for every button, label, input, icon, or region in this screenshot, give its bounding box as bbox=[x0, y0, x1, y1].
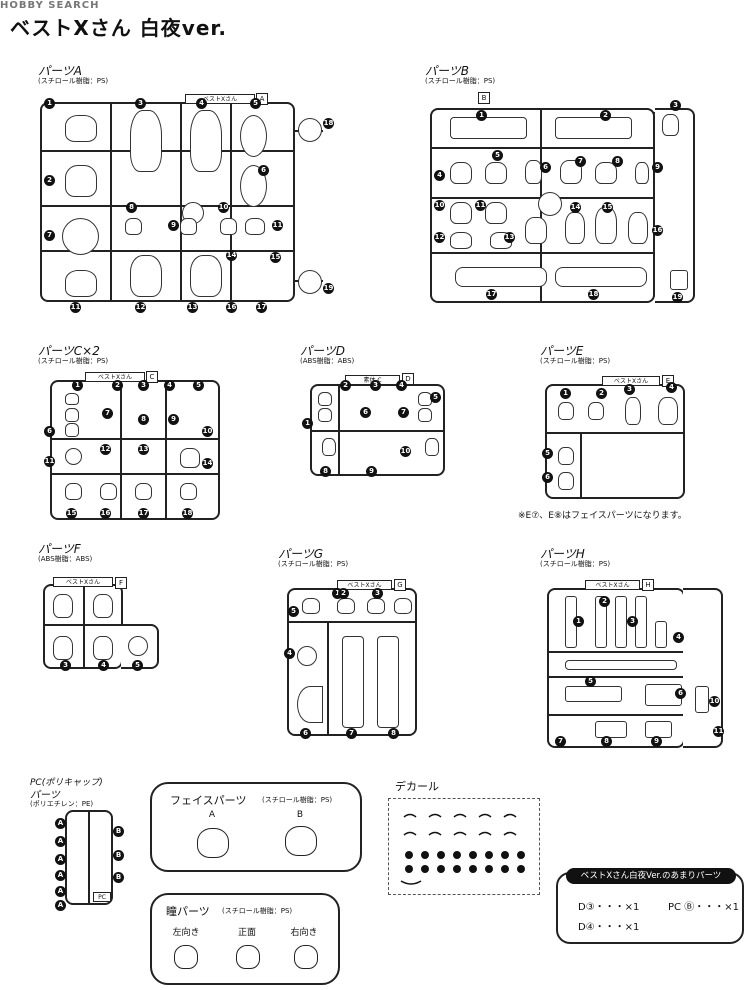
spare-item-1: D③・・・×1 bbox=[578, 898, 639, 913]
sheet-h-sprue: ベストXさん H 1 2 3 4 5 6 7 8 9 10 11 bbox=[545, 576, 740, 751]
spare-parts-box: ベストXさん白夜Ver.のあまりパーツ D③・・・×1 PC Ⓑ・・・×1 D④… bbox=[556, 868, 744, 944]
eye-front-label: 正面 bbox=[237, 928, 256, 938]
face-note: ※E⑦、E⑧はフェイスパーツになります。 bbox=[518, 511, 687, 521]
spare-item-1-qty: ・・・×1 bbox=[594, 902, 640, 913]
sheet-h-title: パーツH bbox=[540, 547, 585, 561]
sheet-b-material: (スチロール樹脂：PS) bbox=[425, 77, 496, 85]
face-b bbox=[285, 826, 317, 856]
sheet-g-sprue: ベストXさん G 1 2 3 5 4 6 7 8 bbox=[282, 576, 422, 741]
eye-front bbox=[236, 945, 260, 969]
sheet-c-title: パーツC×2 bbox=[38, 344, 100, 358]
sheet-f-tag: ベストXさん bbox=[53, 577, 113, 587]
spare-item-3-part: D④ bbox=[578, 922, 595, 933]
face-a bbox=[197, 828, 229, 858]
spare-parts-title: ベストXさん白夜Ver.のあまりパーツ bbox=[566, 868, 736, 884]
pc-material: (ポリエチレン：PE) bbox=[30, 800, 94, 808]
spare-item-1-part: D③ bbox=[578, 902, 595, 913]
face-parts-material: (スチロール樹脂：PS) bbox=[262, 796, 333, 804]
sheet-a-title: パーツA bbox=[38, 64, 82, 78]
face-parts-title: フェイスパーツ bbox=[170, 794, 247, 807]
eye-right-label: 右向き bbox=[290, 928, 318, 938]
spare-item-2-qty: ・・・×1 bbox=[694, 902, 739, 913]
eye-parts-material: (スチロール樹脂：PS) bbox=[222, 907, 293, 915]
pc-tag: PC bbox=[93, 892, 111, 902]
sheet-f-material: (ABS樹脂：ABS) bbox=[38, 555, 93, 563]
spare-item-2-part: PC Ⓑ bbox=[668, 902, 695, 913]
decal-title: デカール bbox=[395, 780, 439, 793]
sheet-c-letter: C bbox=[146, 371, 158, 383]
eye-left bbox=[174, 945, 198, 969]
page-title: ベストXさん 白夜ver. bbox=[10, 16, 227, 40]
sheet-g-material: (スチロール樹脂：PS) bbox=[278, 560, 349, 568]
sheet-c-material: (スチロール樹脂：PS) bbox=[38, 357, 109, 365]
eye-parts-title: 瞳パーツ bbox=[166, 905, 210, 918]
spare-item-3: D④・・・×1 bbox=[578, 918, 639, 933]
pc-title2: パーツ bbox=[30, 790, 60, 801]
sheet-a-material: (スチロール樹脂：PS) bbox=[38, 77, 109, 85]
sheet-b-title: パーツB bbox=[425, 64, 469, 78]
sheet-e-title: パーツE bbox=[540, 344, 584, 358]
sheet-d-material: (ABS樹脂：ABS) bbox=[300, 357, 355, 365]
sheet-d-title: パーツD bbox=[300, 344, 346, 358]
sheet-f-title: パーツF bbox=[38, 542, 81, 556]
sheet-f-sprue: ベストXさん F 3 4 5 bbox=[38, 574, 163, 674]
sheet-g-tag: ベストXさん bbox=[337, 580, 392, 590]
sheet-e-sprue: ベストXさん E 1 2 3 4 5 6 bbox=[540, 372, 690, 502]
sheet-b-sprue: B 1 2 3 4 5 6 7 8 9 10 11 12 13 14 15 16… bbox=[430, 92, 740, 307]
pc-title: PC(ポリキャップ) bbox=[30, 778, 103, 788]
eye-parts-box: 瞳パーツ (スチロール樹脂：PS) 左向き 正面 右向き bbox=[150, 893, 340, 985]
face-parts-box: フェイスパーツ (スチロール樹脂：PS) A B bbox=[150, 782, 362, 872]
decal-sheet bbox=[388, 798, 540, 895]
spare-item-2: PC Ⓑ・・・×1 bbox=[668, 898, 739, 913]
sheet-h-letter: H bbox=[642, 579, 654, 591]
sheet-f-letter: F bbox=[115, 577, 127, 589]
eye-left-label: 左向き bbox=[172, 928, 200, 938]
sheet-h-material: (スチロール樹脂：PS) bbox=[540, 560, 611, 568]
face-a-label: A bbox=[208, 810, 216, 820]
sheet-g-letter: G bbox=[394, 579, 406, 591]
sheet-b-letter: B bbox=[478, 92, 490, 104]
face-b-label: B bbox=[296, 810, 304, 820]
sheet-e-material: (スチロール樹脂：PS) bbox=[540, 357, 611, 365]
sheet-g-title: パーツG bbox=[278, 547, 324, 561]
decal-marks bbox=[400, 813, 525, 885]
watermark: HOBBY SEARCH bbox=[0, 0, 100, 11]
sheet-h-tag: ベストXさん bbox=[585, 580, 640, 590]
sheet-d-sprue: 素体 C D 2 3 4 5 6 7 1 8 9 10 bbox=[300, 370, 450, 480]
spare-item-3-qty: ・・・×1 bbox=[594, 922, 640, 933]
eye-right bbox=[294, 945, 318, 969]
pc-sprue: A A A A A A B B B PC bbox=[55, 810, 125, 911]
sheet-a-sprue: ベストXさん A 1 3 4 5 18 2 6 7 8 9 10 11 14 1… bbox=[40, 90, 340, 313]
sheet-c-sprue: ベストXさん C 1 2 3 4 5 6 7 8 9 10 11 12 13 1… bbox=[40, 368, 230, 523]
